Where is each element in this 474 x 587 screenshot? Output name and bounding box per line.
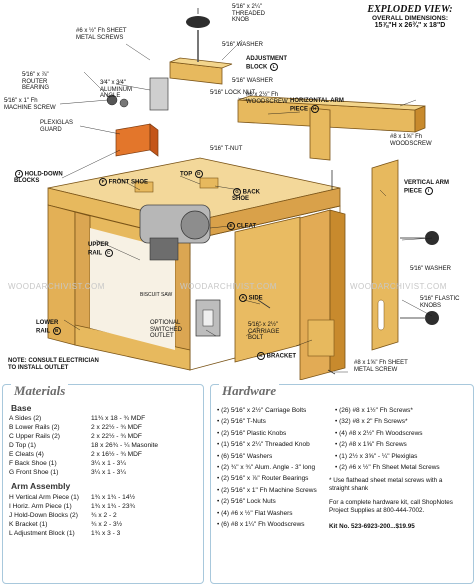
label-fh-woodscrew-arm: #8 x 1⅝" Fh WOODSCREW [390, 134, 432, 147]
material-row: B Lower Rails (2)2 x 22½ - ¾ MDF [9, 424, 142, 431]
arm-assembly-heading: Arm Assembly [11, 481, 71, 491]
label-top: TOP D [180, 170, 203, 178]
label-upper-rail: UPPER RAIL C [88, 242, 118, 257]
label-fh-woodscrew-top: #8 x 2½" Fh WOODSCREW [246, 92, 288, 105]
hardware-item: • (1) 5⁄16" x 2¼" Threaded Knob [217, 441, 310, 449]
hardware-item: • (2) 5⁄16" Plastic Knobs [217, 429, 287, 437]
material-row: F Back Shoe (1)3¼ x 1 - 3¼ [9, 460, 126, 467]
label-bracket: K BRACKET [256, 352, 296, 360]
hardware-item: • (4) #8 x 2½" Fh Woodscrews [335, 429, 423, 437]
label-sheet-metal-screw-bottom: #8 x 1⅝" Fh SHEET METAL SCREW [354, 360, 408, 373]
hold-down-block [115, 123, 151, 157]
label-sheet-metal-screws: #6 x ½" Fh SHEET METAL SCREWS [76, 28, 127, 41]
label-optional-outlet: OPTIONAL SWITCHED OUTLET [150, 320, 182, 339]
material-row: L Adjustment Block (1)1¾ x 3 - 3 [9, 530, 121, 537]
exploded-view-diagram: EXPLODED VIEW: OVERALL DIMENSIONS: 15⅞"H… [4, 4, 472, 381]
label-flastic-knobs: 5⁄16" FLASTIC KNOBS [420, 296, 460, 309]
hardware-item: • (2) 5⁄16" x 2½" Carriage Bolts [217, 407, 307, 414]
hardware-item: • (32) #8 x 2" Fh Screws* [335, 418, 408, 426]
front-post-left [74, 211, 91, 346]
vertical-arm-upright [371, 159, 399, 351]
view-subtitle: OVERALL DIMENSIONS: [371, 15, 449, 22]
arm-drop [309, 107, 331, 161]
material-row: G Front Shoe (1)3¼ x 1 - 3¼ [9, 469, 126, 476]
label-washer-top: 5⁄16" WASHER [222, 42, 263, 48]
hardware-footnote: * Use flathead sheet metal screws with a… [329, 477, 443, 492]
hardware-item: • (2) #8 x 1⅝" Fh Screws [335, 441, 407, 449]
label-washer-right: 5⁄16" WASHER [410, 266, 451, 272]
watermark: WOODARCHIVIST.COM [180, 282, 277, 291]
bracket-block [307, 319, 335, 357]
label-plexiglas-guard: PLEXIGLAS GUARD [40, 120, 74, 133]
hardware-item: • (1) 2½ x 3⅝" - ¼" Plexiglas [335, 452, 418, 460]
label-threaded-knob: 5⁄16" x 2¼" THREADED KNOB [232, 4, 266, 23]
label-cleat: E CLEAT [226, 222, 256, 230]
label-horizontal-arm: HORIZONTAL ARM PIECE H [290, 98, 344, 113]
exploded-view-title-block: EXPLODED VIEW: OVERALL DIMENSIONS: 15⅞"H… [348, 4, 472, 29]
label-hold-down: J HOLD-DOWN BLOCKS [14, 170, 63, 185]
label-note: NOTE: CONSULT ELECTRICIAN TO INSTALL OUT… [8, 358, 99, 371]
label-lock-nut: 5⁄16" LOCK NUT [210, 90, 256, 96]
view-dimensions: 15⅞"H x 26¾" x 18"D [374, 22, 446, 29]
material-row: C Upper Rails (2)2 x 22½ - ¾ MDF [9, 433, 142, 440]
watermark: WOODARCHIVIST.COM [8, 282, 105, 291]
material-row: K Bracket (1)¾ x 2 - 3½ [9, 521, 123, 528]
label-carriage-bolt: 5⁄16" x 2½" CARRIAGE BOLT [248, 322, 280, 341]
label-biscuit-saw: BISCUIT SAW [140, 292, 173, 298]
label-vertical-arm: VERTICAL ARM PIECE I [404, 180, 449, 195]
label-lower-rail: LOWER RAIL B [36, 320, 66, 335]
hardware-item: • (2) 5⁄16" T-Nuts [217, 418, 266, 426]
materials-panel: Materials Base A Sides (2)11¾ x 18 - ¾ M… [2, 383, 204, 584]
hardware-item: • (6) 5⁄16" Washers [217, 452, 273, 460]
hardware-panel: Hardware • (2) 5⁄16" x 2½" Carriage Bolt… [210, 383, 474, 584]
label-aluminum-angle: 3⁄4" x 3⁄4" ALUMINUM ANGLE [100, 80, 133, 99]
material-row: J Hold-Down Blocks (2)¾ x 2 - 2 [9, 512, 117, 519]
exploded-view-illustration [47, 8, 439, 381]
hardware-item: • (26) #8 x 1½" Fh Screws* [335, 407, 413, 414]
label-side: A SIDE [238, 294, 263, 302]
threaded-knob [186, 16, 210, 28]
plastic-knobs [400, 231, 439, 325]
hardware-item: • (2) 5⁄16" x 1" Fh Machine Screws [217, 486, 317, 494]
hardware-kit-info: For a complete hardware kit, call ShopNo… [329, 499, 453, 514]
hardware-item: • (2) ¾" x ¾" Alum. Angle - 3" long [217, 464, 316, 472]
aluminum-angle [149, 77, 169, 111]
front-shoe-block [134, 181, 154, 193]
hardware-item: • (2) 5⁄16" Lock Nuts [217, 498, 276, 506]
label-t-nut: 5⁄16" T-NUT [210, 146, 243, 152]
hardware-item: • (4) #6 x ½" Flat Washers [217, 509, 293, 517]
watermark: WOODARCHIVIST.COM [350, 282, 447, 291]
hardware-item: • (2) #6 x ½" Fh Sheet Metal Screws [335, 464, 440, 472]
label-washer-mid: 5⁄16" WASHER [232, 78, 273, 84]
material-row: A Sides (2)11¾ x 18 - ¾ MDF [9, 415, 146, 422]
hardware-item: • (2) 5⁄16" x ⅞" Router Bearings [217, 475, 309, 483]
label-adjustment-block: ADJUSTMENT BLOCK L [246, 56, 288, 71]
back-shoe-block [199, 177, 219, 189]
hardware-list-right: • (26) #8 x 1½" Fh Screws* • (32) #8 x 2… [335, 405, 440, 473]
hardware-heading: Hardware [219, 383, 280, 399]
material-row: H Vertical Arm Piece (1)1¾ x 1¾ - 14½ [9, 494, 135, 501]
hardware-kit-number: Kit No. 523-6923-200...$19.95 [329, 523, 415, 530]
material-row: I Horiz. Arm Piece (1)1¾ x 1¾ - 23¾ [9, 503, 135, 510]
label-machine-screw: 5⁄16" x 1" Fh MACHINE SCREW [4, 98, 56, 111]
base-heading: Base [11, 403, 32, 413]
view-title: EXPLODED VIEW: [367, 4, 453, 15]
materials-heading: Materials [11, 383, 69, 399]
label-router-bearing: 5⁄16" x ⅞" ROUTER BEARING [22, 72, 50, 91]
label-front-shoe: F FRONT SHOE [98, 178, 148, 186]
hardware-item: • (6) #8 x 1¼" Fh Woodscrews [217, 521, 305, 529]
label-back-shoe: G BACK SHOE [232, 188, 261, 203]
hardware-list-left: • (2) 5⁄16" x 2½" Carriage Bolts • (2) 5… [217, 405, 317, 530]
material-row: E Cleats (4)2 x 16½ - ¾ MDF [9, 451, 142, 458]
material-row: D Top (1)18 x 26¾ - ¼ Masonite [9, 442, 159, 449]
